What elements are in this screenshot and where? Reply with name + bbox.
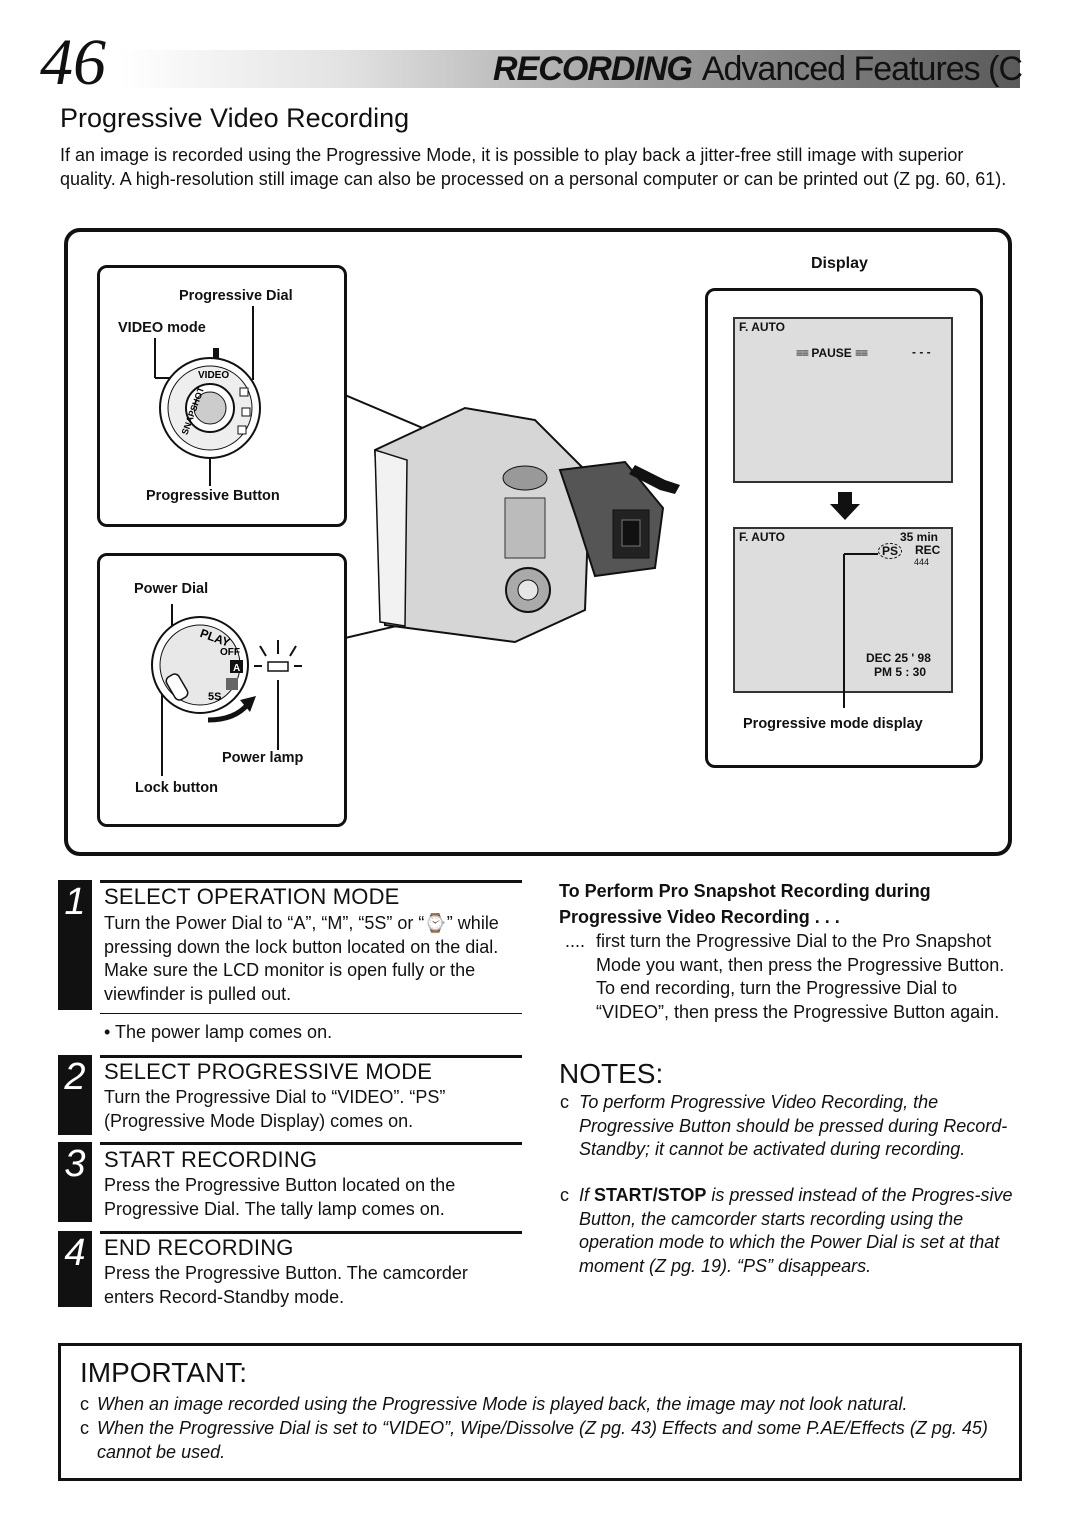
step-3-body: Press the Progressive Button located on … [104,1175,456,1219]
svg-text:A: A [233,663,240,674]
camcorder-illustration [345,394,680,644]
power-lamp-label: Power lamp [222,750,304,766]
screen2-time: PM 5 : 30 [874,665,927,679]
screen2-ps-indicator: PS [878,543,903,559]
screen1-mode: F. AUTO [739,320,786,334]
step-1-bullet-rule [100,1013,522,1014]
video-mode-label: VIDEO mode [118,320,206,336]
pro-snapshot-lead: .... [565,931,586,951]
step-4-title: END RECORDING [104,1235,294,1260]
step-3-number: 3 [58,1142,92,1222]
intro-paragraph: If an image is recorded using the Progre… [60,145,1007,189]
header-title-bold: RECORDING [493,50,693,88]
pro-snapshot-heading: To Perform Pro Snapshot Recording during… [559,881,931,927]
step-2-number: 2 [58,1055,92,1135]
screen2-time-left: 35 min [900,530,939,544]
step-3-title: START RECORDING [104,1147,318,1172]
step-1-body: Turn the Power Dial to “A”, “M”, “5S” or… [104,913,499,1004]
note-1-text: To perform Progressive Video Recording, … [579,1092,1008,1159]
step-1-bullet: • The power lamp comes on. [104,1022,333,1042]
power-dial-illustration: PLAY OFF A 5S [151,604,302,776]
screen1-status-bars: ≡≡ PAUSE ≡≡ [796,346,868,360]
header-bar [120,50,1020,88]
note-2-text: If START/STOP is pressed instead of the … [579,1184,1027,1278]
screen2-rec: REC [915,543,941,557]
progressive-mode-display-label: Progressive mode display [743,716,923,732]
dial-text-video: VIDEO [198,370,229,381]
progressive-dial-illustration: VIDEO SNAPSHOT [154,306,261,486]
screen2-date: DEC 25 ' 98 [866,651,931,665]
section-title: Progressive Video Recording [60,103,410,133]
figure-frame [64,228,1012,856]
step-1-number: 1 [58,880,92,1010]
step-2-body: Turn the Progressive Dial to “VIDEO”. “P… [104,1087,446,1131]
down-arrow-icon [830,492,860,520]
screen1-status: PAUSE [811,346,852,360]
ps-callout-line [843,553,878,708]
page-number: 46 [40,26,106,99]
step-1-rule [100,880,522,883]
step-2-rule [100,1055,522,1058]
step-2-title: SELECT PROGRESSIVE MODE [104,1059,433,1084]
screen2-counter: 444 [914,557,930,567]
note-2-bullet: c [560,1185,569,1205]
screen1-dashes: - - - [912,345,931,359]
screen2-mode: F. AUTO [739,530,786,544]
notes-title: NOTES: [559,1058,664,1089]
pro-snapshot-body: first turn the Progressive Dial to the P… [596,931,1005,1022]
dial-text-off: OFF [220,647,240,658]
display-screen-pause [733,317,953,483]
dial-text-5s: 5S [208,691,221,703]
note-2-strong: START/STOP [594,1185,707,1205]
step-4-rule [100,1231,522,1234]
progressive-dial-label: Progressive Dial [179,288,293,304]
display-label: Display [811,255,868,272]
step-1-title: SELECT OPERATION MODE [104,884,400,909]
important-1-bullet: c [80,1394,89,1414]
important-2-bullet: c [80,1418,89,1438]
note-2-rest: is pressed instead of the Progres-sive B… [579,1185,1013,1276]
important-2-text: When the Progressive Dial is set to “VID… [97,1418,988,1462]
header-title-rest: Advanced Features (C [701,50,1023,88]
progressive-button-label: Progressive Button [146,488,280,504]
important-box [58,1343,1022,1481]
note-2-pre: If [579,1185,595,1205]
step-3-rule [100,1142,522,1145]
lock-button-label: Lock button [135,780,218,796]
step-4-body: Press the Progressive Button. The camcor… [104,1263,468,1307]
important-title: IMPORTANT: [80,1357,247,1388]
note-1-bullet: c [560,1092,569,1112]
power-dial-label: Power Dial [134,581,209,597]
important-1-text: When an image recorded using the Progres… [97,1394,908,1414]
step-4-number: 4 [58,1231,92,1307]
